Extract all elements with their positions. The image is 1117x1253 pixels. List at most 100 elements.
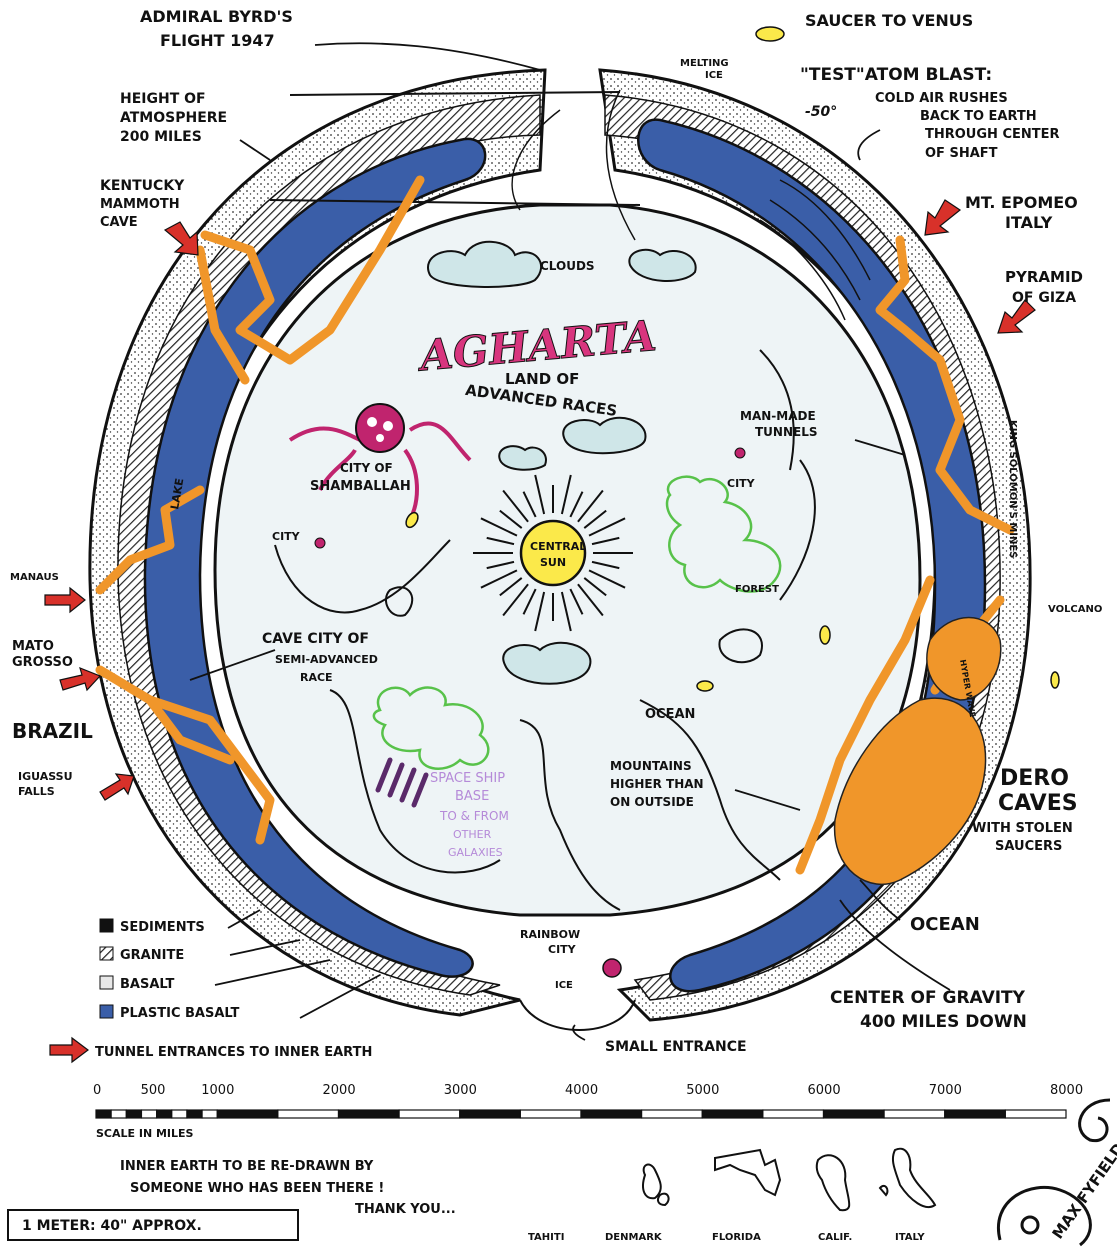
epomeo-label-1: MT. EPOMEO: [965, 193, 1078, 212]
scale-segment: [187, 1110, 202, 1118]
volcano-label: VOLCANO: [1048, 604, 1102, 615]
central-sun-label-1: CENTRAL: [530, 540, 586, 553]
cave-city-label-2: SEMI-ADVANCED: [275, 653, 378, 666]
space-ship-label-1: SPACE SHIP: [430, 771, 505, 786]
place-tahiti: TAHITI: [528, 1232, 564, 1243]
city-left-label: CITY: [272, 530, 301, 543]
arrow-mato-grosso: [60, 668, 100, 690]
degree-label: -50°: [805, 104, 837, 120]
manaus-label: MANAUS: [10, 572, 59, 583]
pyramid-label-2: OF GIZA: [1012, 290, 1076, 306]
space-ship-label-3: TO & FROM: [439, 809, 509, 823]
mountains-label-1: MOUNTAINS: [610, 759, 692, 773]
melting-ice-label-2: ICE: [705, 70, 723, 81]
legend-item-sediments: SEDIMENTS: [100, 919, 205, 935]
place-italy: ITALY: [895, 1232, 925, 1243]
scale-segment: [126, 1110, 141, 1118]
scale-tick-label: 1000: [201, 1083, 234, 1098]
place-california: CALIF.: [818, 1232, 852, 1243]
central-sun-label-2: SUN: [540, 556, 566, 569]
cave-city-label-3: RACE: [300, 671, 333, 684]
scale-segment: [581, 1110, 642, 1118]
legend-item-plastic-basalt: PLASTIC BASALT: [100, 1005, 240, 1021]
place-florida: FLORIDA: [712, 1232, 761, 1243]
svg-text:GRANITE: GRANITE: [120, 948, 184, 963]
scale-tick-label: 500: [141, 1083, 166, 1098]
legend-item-basalt: BASALT: [100, 976, 175, 992]
scale-segment: [824, 1110, 885, 1118]
scale-segment: [157, 1110, 172, 1118]
mato-grosso-label-2: GROSSO: [12, 655, 73, 670]
dero-label-1: DERO: [1000, 766, 1069, 791]
scale-tick-label: 2000: [323, 1083, 356, 1098]
scale-caption: SCALE IN MILES: [96, 1127, 194, 1140]
scale-segment: [111, 1110, 126, 1118]
dero-sub-label-1: WITH STOLEN: [972, 821, 1073, 836]
svg-text:PLASTIC BASALT: PLASTIC BASALT: [120, 1006, 240, 1021]
forest-label: FOREST: [735, 584, 779, 595]
ocean-outer-label: OCEAN: [910, 914, 980, 935]
ocean-inner-label: OCEAN: [645, 707, 695, 722]
footer-note-3: THANK YOU...: [355, 1202, 456, 1217]
cave-city-label-1: CAVE CITY OF: [262, 631, 369, 647]
space-ship-label-2: BASE: [455, 789, 489, 804]
brazil-label: BRAZIL: [12, 719, 93, 743]
man-made-label-1: MAN-MADE: [740, 409, 816, 423]
test-atom-label: "TEST"ATOM BLAST:: [800, 65, 992, 85]
scale-segment: [460, 1110, 521, 1118]
test-atom-desc-4: OF SHAFT: [925, 146, 998, 161]
place-denmark: DENMARK: [605, 1232, 663, 1243]
scale-tick-label: 3000: [444, 1083, 477, 1098]
test-atom-desc-3: THROUGH CENTER: [925, 127, 1060, 142]
svg-text:SEDIMENTS: SEDIMENTS: [120, 920, 205, 935]
legend-item-granite: GRANITE: [100, 947, 184, 963]
kentucky-label-3: CAVE: [100, 215, 138, 230]
dero-label-2: CAVES: [998, 791, 1078, 816]
kentucky-label-2: MAMMOTH: [100, 197, 180, 212]
footer: INNER EARTH TO BE RE-DRAWN BY SOMEONE WH…: [8, 1100, 1117, 1245]
atmosphere-label-2: ATMOSPHERE: [120, 110, 227, 126]
legend-tunnel-label: TUNNEL ENTRANCES TO INNER EARTH: [95, 1045, 372, 1060]
svg-text:BASALT: BASALT: [120, 977, 175, 992]
scale-segment: [884, 1110, 945, 1118]
scale-segment: [520, 1110, 581, 1118]
space-ship-label-4: OTHER: [453, 828, 492, 841]
saucer-venus-label: SAUCER TO VENUS: [805, 11, 973, 30]
scale-segment: [202, 1110, 217, 1118]
clouds-label: CLOUDS: [540, 259, 595, 273]
gravity-label-1: CENTER OF GRAVITY: [830, 988, 1026, 1008]
scale-segment: [339, 1110, 400, 1118]
city-right-label: CITY: [727, 477, 756, 490]
kentucky-label-1: KENTUCKY: [100, 178, 185, 194]
rainbow-city-label-1: RAINBOW: [520, 928, 580, 941]
florida-shape: [817, 1155, 849, 1210]
arrow-legend: [50, 1038, 88, 1062]
footer-note-2: SOMEONE WHO HAS BEEN THERE !: [130, 1181, 384, 1196]
scale-tick-label: 0: [93, 1083, 101, 1098]
pyramid-label-1: PYRAMID: [1005, 268, 1083, 286]
scale-segment: [141, 1110, 156, 1118]
scale-tick-label: 4000: [565, 1083, 598, 1098]
shamballah-label-2: SHAMBALLAH: [310, 479, 411, 494]
place-silhouettes: [643, 1149, 935, 1211]
scale-segment: [96, 1110, 111, 1118]
shamballah-label-1: CITY OF: [340, 461, 393, 475]
iguassu-label-2: FALLS: [18, 785, 55, 798]
arrow-manaus: [45, 588, 85, 612]
gravity-label-2: 400 MILES DOWN: [860, 1012, 1027, 1032]
scale-segment: [945, 1110, 1006, 1118]
space-ship-label-5: GALAXIES: [448, 846, 503, 859]
king-solomon-label: KING SOLOMON'S MINES: [1007, 420, 1018, 558]
small-entrance-label: SMALL ENTRANCE: [605, 1039, 747, 1055]
footer-note-1: INNER EARTH TO BE RE-DRAWN BY: [120, 1159, 374, 1174]
arrow-kentucky: [165, 222, 198, 255]
land-of-label: LAND OF: [505, 370, 579, 388]
scale-tick-label: 8000: [1050, 1083, 1083, 1098]
iguassu-label-1: IGUASSU: [18, 770, 73, 783]
arrow-epomeo: [925, 200, 960, 235]
denmark-shape: [715, 1150, 780, 1195]
scale-tick-label: 5000: [686, 1083, 719, 1098]
mato-grosso-label-1: MATO: [12, 639, 54, 654]
